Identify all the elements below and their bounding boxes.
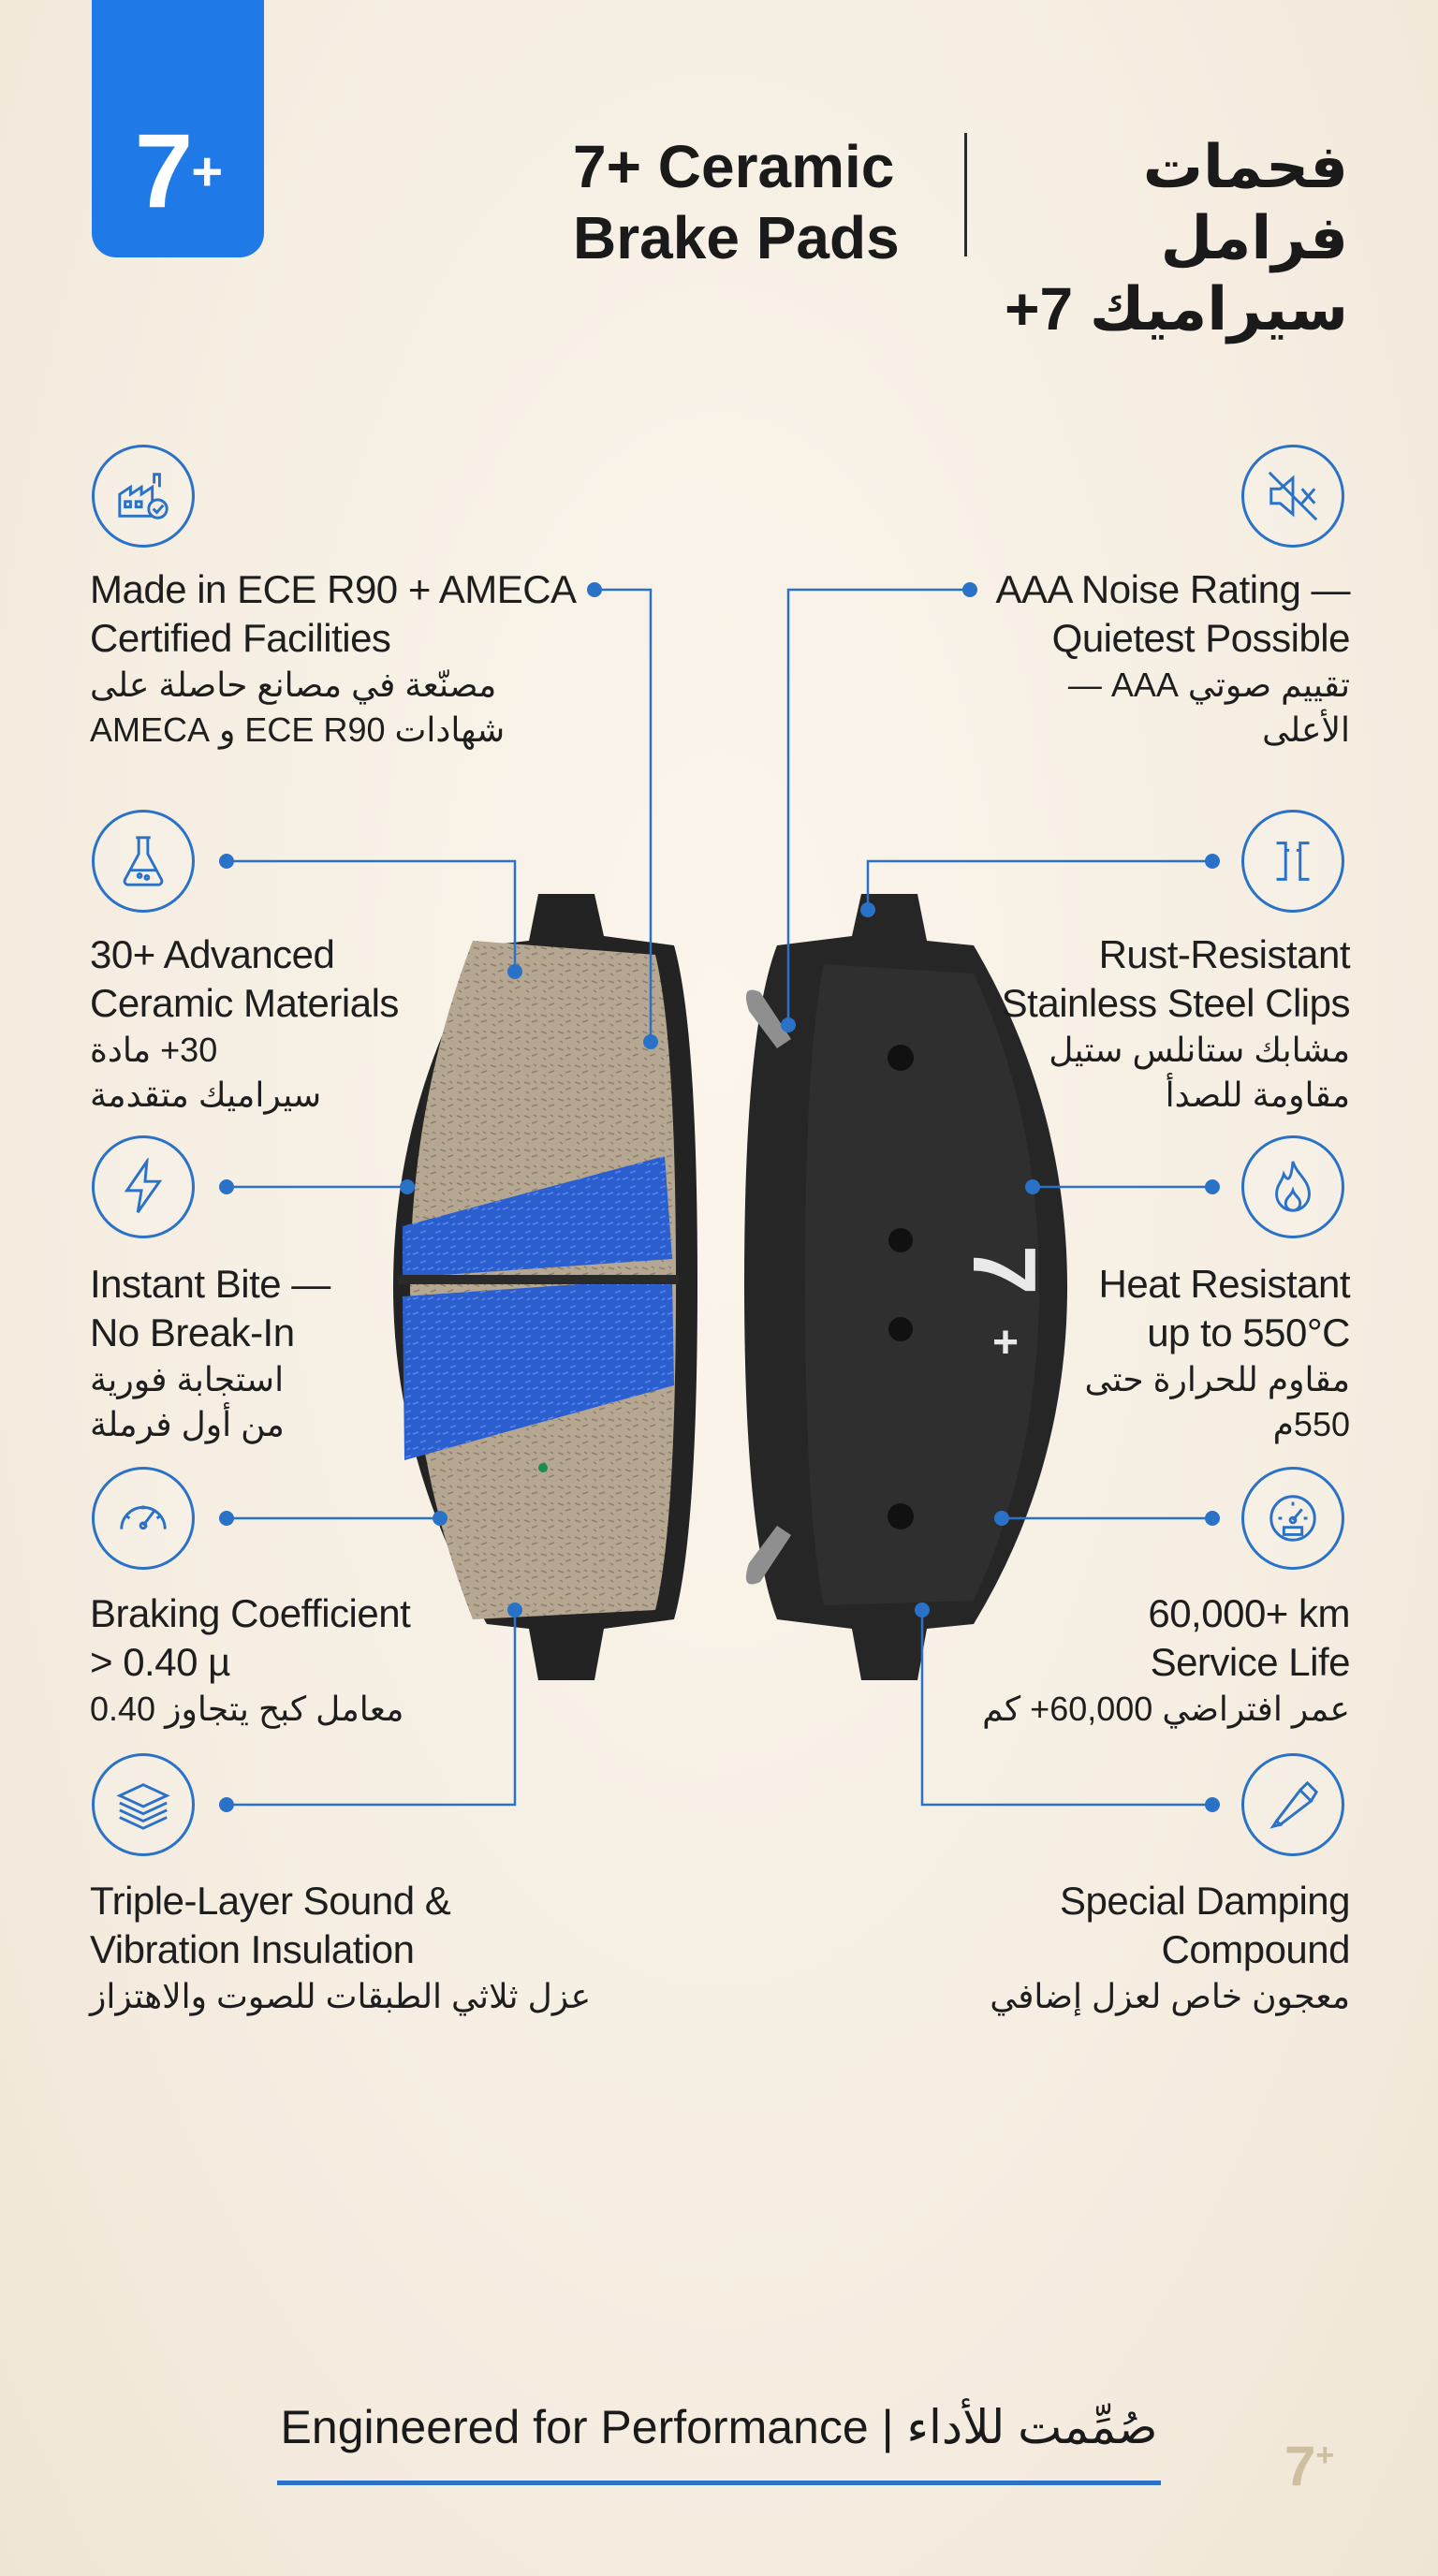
title-ar-line-2: سيراميك 7+ <box>1005 275 1348 343</box>
feature-en-line: Ceramic Materials <box>90 981 399 1025</box>
feature-en-line: 60,000+ km <box>1148 1591 1350 1635</box>
feature-ar-line: من أول فرملة <box>90 1405 285 1443</box>
flask-icon <box>92 810 195 913</box>
feature-noise-rating: AAA Noise Rating — Quietest Possible تقي… <box>826 565 1350 753</box>
feature-en-line: Service Life <box>1150 1640 1351 1684</box>
feature-en-line: Quietest Possible <box>1051 616 1351 660</box>
lightning-icon <box>92 1135 195 1238</box>
feature-en-line: Made in ECE R90 + AMECA <box>90 567 577 611</box>
feature-ar-line: تقييم صوتي AAA — <box>1067 666 1350 704</box>
leader-lines-left <box>227 588 653 1807</box>
leader-dots-left <box>219 582 658 1812</box>
feature-ar-line: استجابة فورية <box>90 1360 285 1398</box>
feature-ar-line: 30+ مادة <box>90 1031 218 1069</box>
feature-ar-line: معجون خاص لعزل إضافي <box>990 1977 1350 2015</box>
feature-triple-layer-insulation: Triple-Layer Sound & Vibration Insulatio… <box>90 1877 614 2019</box>
pad-logo-plus: + <box>992 1318 1019 1368</box>
left-brake-pad <box>393 894 697 1680</box>
leader-lines-right <box>786 588 1212 1807</box>
feature-heat-resistant: Heat Resistant up to 550°C مقاوم للحرارة… <box>826 1260 1351 1447</box>
feature-en-line: Braking Coefficient <box>90 1591 411 1635</box>
feature-en-line: Special Damping <box>1059 1879 1351 1923</box>
footer-tagline-ar: صُمِّمت للأداء <box>906 2401 1158 2453</box>
factory-check-icon <box>92 445 195 548</box>
feature-en-line: Triple-Layer Sound & <box>90 1879 451 1923</box>
feature-en-line: Instant Bite — <box>90 1262 330 1306</box>
feature-ar-line: مقاومة للصدأ <box>1165 1076 1350 1114</box>
title-divider <box>964 133 967 256</box>
feature-certified-facilities: Made in ECE R90 + AMECA Certified Facili… <box>90 565 614 753</box>
footer-tagline: Engineered for Performance | صُمِّمت للأ… <box>277 2400 1161 2454</box>
title-ar-line-1: فحمات فرامل <box>1142 133 1348 271</box>
feature-en-line: AAA Noise Rating — <box>995 567 1350 611</box>
title-en-line-2: Brake Pads <box>573 204 900 271</box>
gauge-icon <box>92 1467 195 1570</box>
feature-en-line: Compound <box>1161 1927 1351 1971</box>
odometer-icon <box>1241 1467 1344 1570</box>
badge-plus: + <box>191 141 224 202</box>
feature-ar-line: عزل ثلاثي الطبقات للصوت والاهتزاز <box>90 1977 592 2015</box>
feature-damping-compound: Special Damping Compound معجون خاص لعزل … <box>826 1877 1350 2019</box>
feature-ar-line: الأعلى <box>1262 710 1350 749</box>
feature-en-line: No Break-In <box>90 1310 295 1354</box>
feature-braking-coefficient: Braking Coefficient > 0.40 µ معامل كبح ي… <box>90 1589 614 1732</box>
feature-en-line: 30+ Advanced <box>90 932 335 976</box>
layers-icon <box>92 1753 195 1856</box>
mute-speaker-icon <box>1241 445 1344 548</box>
feature-service-life: 60,000+ km Service Life عمر افتراضي 60,0… <box>826 1589 1350 1732</box>
pad-logo-number: 7 <box>954 1245 1054 1295</box>
page-title-arabic: فحمات فرامل سيراميك 7+ <box>992 131 1348 344</box>
leader-dots-right <box>781 582 1220 1812</box>
feature-stainless-clips: Rust-Resistant Stainless Steel Clips مشا… <box>826 930 1351 1118</box>
badge-number: 7 <box>134 112 193 229</box>
corner-logo: 7+ <box>1284 2434 1334 2498</box>
feature-ar-line: سيراميك متقدمة <box>90 1076 322 1114</box>
feature-instant-bite: Instant Bite — No Break-In استجابة فورية… <box>90 1260 614 1447</box>
feature-en-line: Stainless Steel Clips <box>1001 981 1351 1025</box>
feature-en-line: Rust-Resistant <box>1098 932 1351 976</box>
flame-icon <box>1241 1135 1344 1238</box>
brand-badge: 7 + <box>92 0 264 257</box>
corner-logo-plus: + <box>1315 2437 1335 2473</box>
feature-ar-line: معامل كبح يتجاوز 0.40 <box>90 1690 404 1728</box>
feature-en-line: Vibration Insulation <box>90 1927 415 1971</box>
page-title-english: 7+ Ceramic Brake Pads <box>573 131 929 273</box>
footer-underline <box>277 2481 1161 2485</box>
feature-ar-line: مشابك ستانلس ستيل <box>1049 1031 1350 1069</box>
feature-en-line: up to 550°C <box>1147 1310 1350 1354</box>
feature-ar-line: عمر افتراضي 60,000+ كم <box>982 1690 1350 1728</box>
feature-ar-line: 550م <box>1272 1405 1350 1443</box>
footer-tagline-en: Engineered for Performance <box>280 2401 869 2453</box>
feature-en-line: Certified Facilities <box>90 616 391 660</box>
feature-en-line: > 0.40 µ <box>90 1640 230 1684</box>
feature-ar-line: مقاوم للحرارة حتى <box>1084 1360 1351 1398</box>
right-brake-pad: 7 + <box>744 894 1067 1680</box>
corner-logo-number: 7 <box>1284 2435 1316 2497</box>
feature-ar-line: مصنّعة في مصانع حاصلة على <box>90 666 497 704</box>
footer-separator: | <box>881 2401 894 2453</box>
feature-en-line: Heat Resistant <box>1098 1262 1351 1306</box>
feature-ar-line: شهادات ECE R90 و AMECA <box>90 710 506 749</box>
clip-icon <box>1241 810 1344 913</box>
tube-icon <box>1241 1753 1344 1856</box>
title-en-line-1: 7+ Ceramic <box>573 133 895 200</box>
feature-ceramic-materials: 30+ Advanced Ceramic Materials 30+ مادة … <box>90 930 614 1118</box>
